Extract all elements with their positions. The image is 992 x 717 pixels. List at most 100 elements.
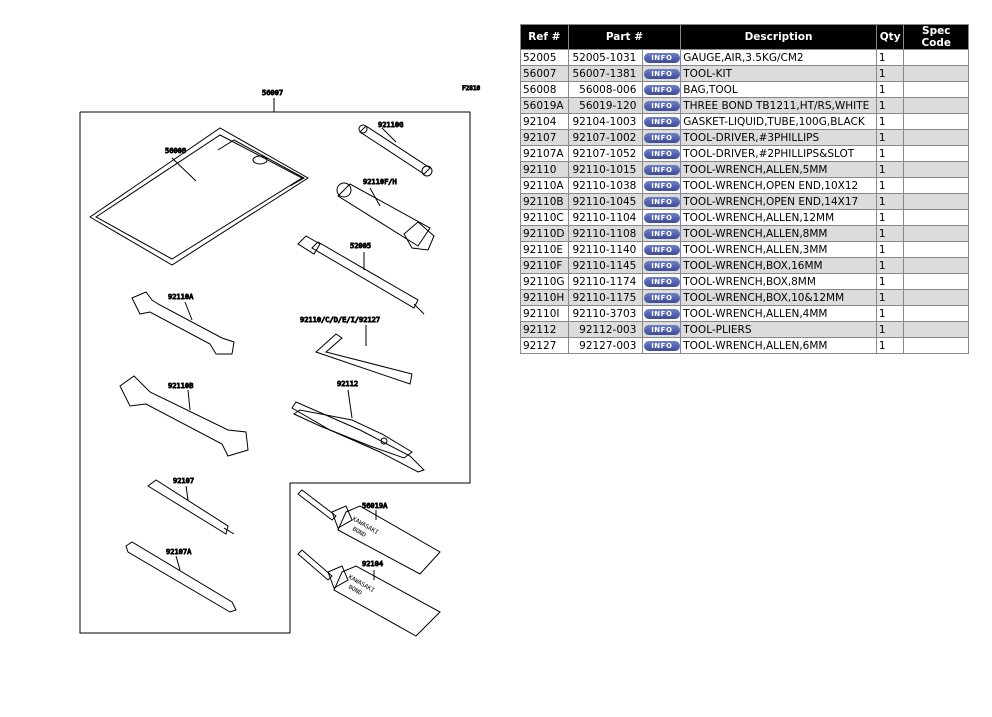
spec-code-cell	[903, 305, 969, 322]
qty-cell: 1	[875, 129, 905, 146]
qty-cell: 1	[875, 113, 905, 130]
description-cell: TOOL-WRENCH,BOX,8MM	[680, 273, 877, 290]
info-button[interactable]: INFO	[643, 276, 680, 287]
info-button[interactable]: INFO	[643, 180, 680, 191]
info-button[interactable]: INFO	[643, 68, 680, 79]
part-number-cell: 92110-1140	[567, 241, 644, 258]
ref-cell: 56019A	[520, 97, 569, 114]
info-cell: INFO	[642, 321, 682, 338]
ref-cell: 92110F	[520, 257, 569, 274]
ref-cell: 92107	[520, 129, 569, 146]
label-92110a: 92110A	[168, 293, 194, 301]
qty-cell: 1	[875, 321, 905, 338]
pliers-icon	[291, 389, 425, 473]
part-number-cell: 92110-1174	[567, 273, 644, 290]
part-number-cell: 56007-1381	[567, 65, 644, 82]
label-92110g: 92110G	[378, 121, 403, 129]
info-button[interactable]: INFO	[643, 292, 680, 303]
part-number-cell: 92110-1145	[567, 257, 644, 274]
info-button[interactable]: INFO	[643, 52, 680, 63]
info-button[interactable]: INFO	[643, 340, 680, 351]
info-cell: INFO	[642, 337, 682, 354]
info-button[interactable]: INFO	[643, 148, 680, 159]
part-number-cell: 92110-1175	[567, 289, 644, 306]
ref-cell: 92110	[520, 161, 569, 178]
info-button[interactable]: INFO	[643, 308, 680, 319]
info-button[interactable]: INFO	[643, 324, 680, 335]
header-description: Description	[680, 24, 877, 50]
qty-cell: 1	[875, 273, 905, 290]
info-cell: INFO	[642, 241, 682, 258]
description-cell: TOOL-WRENCH,ALLEN,3MM	[680, 241, 877, 258]
box-wrench-8mm-icon	[358, 124, 433, 177]
ref-cell: 92110I	[520, 305, 569, 322]
info-button[interactable]: INFO	[643, 228, 680, 239]
label-92110fh: 92110F/H	[363, 178, 397, 186]
info-cell: INFO	[642, 81, 682, 98]
air-gauge-icon	[297, 235, 425, 315]
spec-code-cell	[903, 65, 969, 82]
ref-cell: 92110C	[520, 209, 569, 226]
label-92110b: 92110B	[168, 382, 193, 390]
spec-code-cell	[903, 145, 969, 162]
allen-wrench-icon	[315, 325, 413, 385]
qty-cell: 1	[875, 193, 905, 210]
spec-code-cell	[903, 49, 969, 66]
ref-cell: 52005	[520, 49, 569, 66]
ref-cell: 92110D	[520, 225, 569, 242]
info-cell: INFO	[642, 305, 682, 322]
qty-cell: 1	[875, 209, 905, 226]
info-button[interactable]: INFO	[643, 196, 680, 207]
qty-cell: 1	[875, 177, 905, 194]
spec-code-cell	[903, 193, 969, 210]
info-cell: INFO	[642, 97, 682, 114]
spec-code-cell	[903, 289, 969, 306]
ref-cell: 92110E	[520, 241, 569, 258]
ref-cell: 92110B	[520, 193, 569, 210]
info-cell: INFO	[642, 129, 682, 146]
qty-cell: 1	[875, 305, 905, 322]
spec-code-cell	[903, 81, 969, 98]
label-92104: 92104	[362, 560, 383, 568]
info-cell: INFO	[642, 113, 682, 130]
description-cell: TOOL-WRENCH,ALLEN,8MM	[680, 225, 877, 242]
description-cell: TOOL-DRIVER,#3PHILLIPS	[680, 129, 877, 146]
part-number-cell: 92110-1108	[567, 225, 644, 242]
info-button[interactable]: INFO	[643, 84, 680, 95]
qty-cell: 1	[875, 337, 905, 354]
open-end-wrench-10x12-icon	[131, 291, 235, 355]
qty-cell: 1	[875, 225, 905, 242]
description-cell: TOOL-PLIERS	[680, 321, 877, 338]
spec-code-cell	[903, 113, 969, 130]
info-button[interactable]: INFO	[643, 164, 680, 175]
label-56008: 56008	[165, 147, 186, 155]
description-cell: GASKET-LIQUID,TUBE,100G,BLACK	[680, 113, 877, 130]
info-button[interactable]: INFO	[643, 260, 680, 271]
qty-cell: 1	[875, 97, 905, 114]
label-56007: 56007	[262, 89, 283, 97]
part-number-cell: 92110-1015	[567, 161, 644, 178]
info-button[interactable]: INFO	[643, 212, 680, 223]
label-92110-allen: 92110/C/D/E/I/92127	[300, 316, 380, 324]
info-button[interactable]: INFO	[643, 100, 680, 111]
header-ref: Ref #	[520, 24, 569, 50]
info-button[interactable]: INFO	[643, 116, 680, 127]
part-number-cell: 92127-003	[567, 337, 644, 354]
description-cell: TOOL-WRENCH,OPEN END,14X17	[680, 193, 877, 210]
part-number-cell: 92107-1002	[567, 129, 644, 146]
info-button[interactable]: INFO	[643, 132, 680, 143]
info-button[interactable]: INFO	[643, 244, 680, 255]
info-cell: INFO	[642, 49, 682, 66]
info-cell: INFO	[642, 177, 682, 194]
description-cell: TOOL-WRENCH,BOX,16MM	[680, 257, 877, 274]
